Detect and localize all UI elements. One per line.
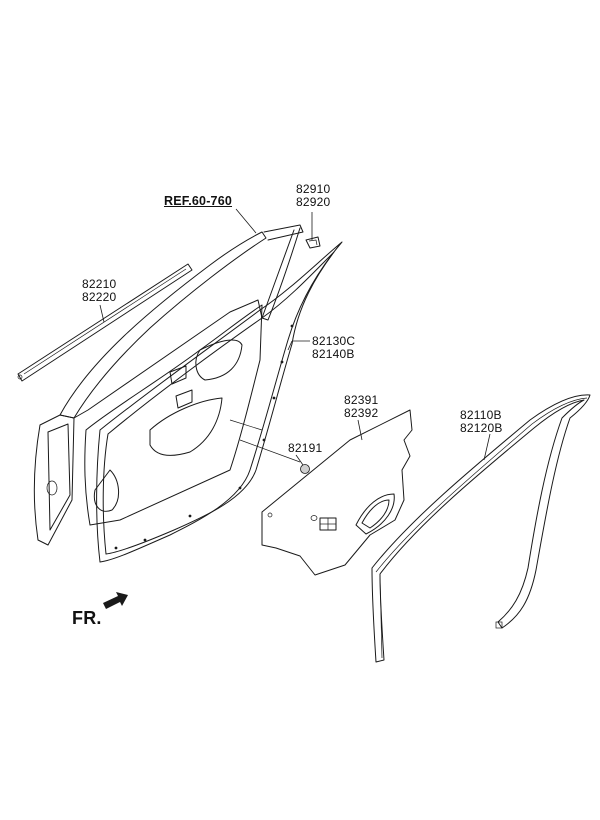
part-number: 82110B [460,408,502,422]
belt-moulding [17,263,193,382]
front-direction-arrow [103,592,128,609]
leader-lines [99,208,491,466]
part-number: 82191 [288,441,323,455]
part-number: 82210 [82,277,117,291]
callout-82210: 82210 82220 [82,278,116,304]
part-number: 82391 [344,393,379,407]
callout-82110b: 82110B 82120B [460,409,503,435]
callout-82391: 82391 82392 [344,394,378,420]
part-number: 82920 [296,195,331,209]
part-number: 82910 [296,182,331,196]
plug [300,464,310,474]
callout-82191: 82191 [288,442,322,455]
part-number: 82140B [312,347,355,361]
part-number: 82220 [82,290,117,304]
callout-82130c: 82130C 82140B [312,335,355,361]
body-weatherstrip [371,394,591,663]
front-direction-label: FR. [72,608,102,628]
part-number: 82392 [344,406,379,420]
callout-82910: 82910 82920 [296,183,330,209]
small-clip [305,236,321,249]
door-inner-panel [33,224,304,546]
door-weatherstrip [96,241,343,563]
waterproof-film [261,409,413,576]
part-number: 82120B [460,421,503,435]
ref-label: REF.60-760 [164,194,233,208]
part-number: 82130C [312,334,356,348]
